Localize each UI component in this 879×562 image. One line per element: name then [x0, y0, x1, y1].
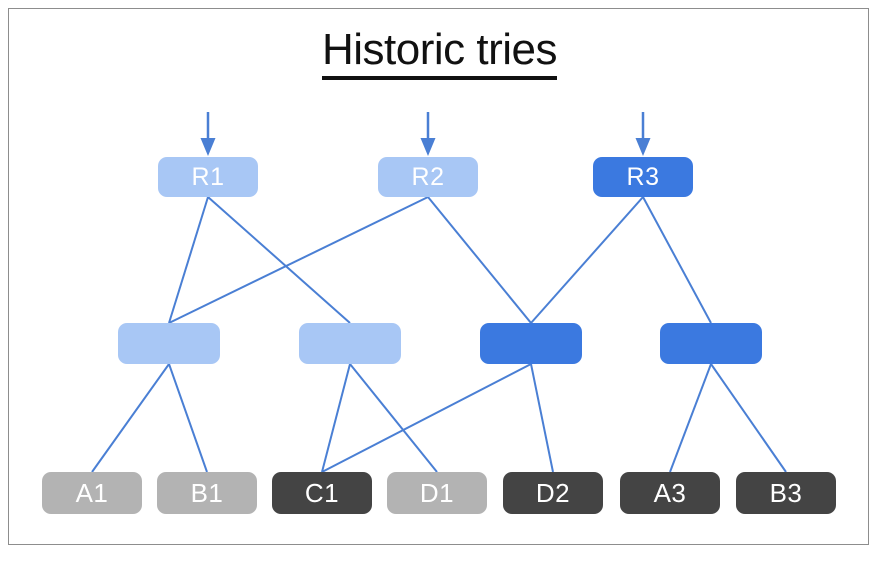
node-label: A1 — [75, 478, 109, 508]
node-label: D1 — [419, 478, 455, 508]
leaf-node-d1[interactable]: D1 — [387, 472, 487, 514]
node-label: R2 — [411, 162, 445, 191]
internal-node-m2[interactable] — [299, 323, 401, 364]
leaf-node-a3[interactable]: A3 — [620, 472, 720, 514]
node-label: C1 — [304, 478, 340, 508]
node-label: R1 — [191, 162, 225, 191]
root-node-r1[interactable]: R1 — [158, 157, 258, 197]
node-label: B3 — [769, 478, 803, 508]
internal-node-m1[interactable] — [118, 323, 220, 364]
page-title: Historic tries — [0, 28, 879, 80]
root-node-r3[interactable]: R3 — [593, 157, 693, 197]
internal-node-m3[interactable] — [480, 323, 582, 364]
leaf-node-c1[interactable]: C1 — [272, 472, 372, 514]
root-node-r2[interactable]: R2 — [378, 157, 478, 197]
canvas-frame — [8, 8, 869, 545]
page-title-text: Historic tries — [321, 28, 558, 80]
leaf-node-a1[interactable]: A1 — [42, 472, 142, 514]
leaf-node-b3[interactable]: B3 — [736, 472, 836, 514]
node-label: B1 — [190, 478, 224, 508]
leaf-node-b1[interactable]: B1 — [157, 472, 257, 514]
leaf-node-d2[interactable]: D2 — [503, 472, 603, 514]
node-label: R3 — [626, 162, 660, 191]
node-label: D2 — [535, 478, 571, 508]
node-label: A3 — [653, 478, 687, 508]
internal-node-m4[interactable] — [660, 323, 762, 364]
